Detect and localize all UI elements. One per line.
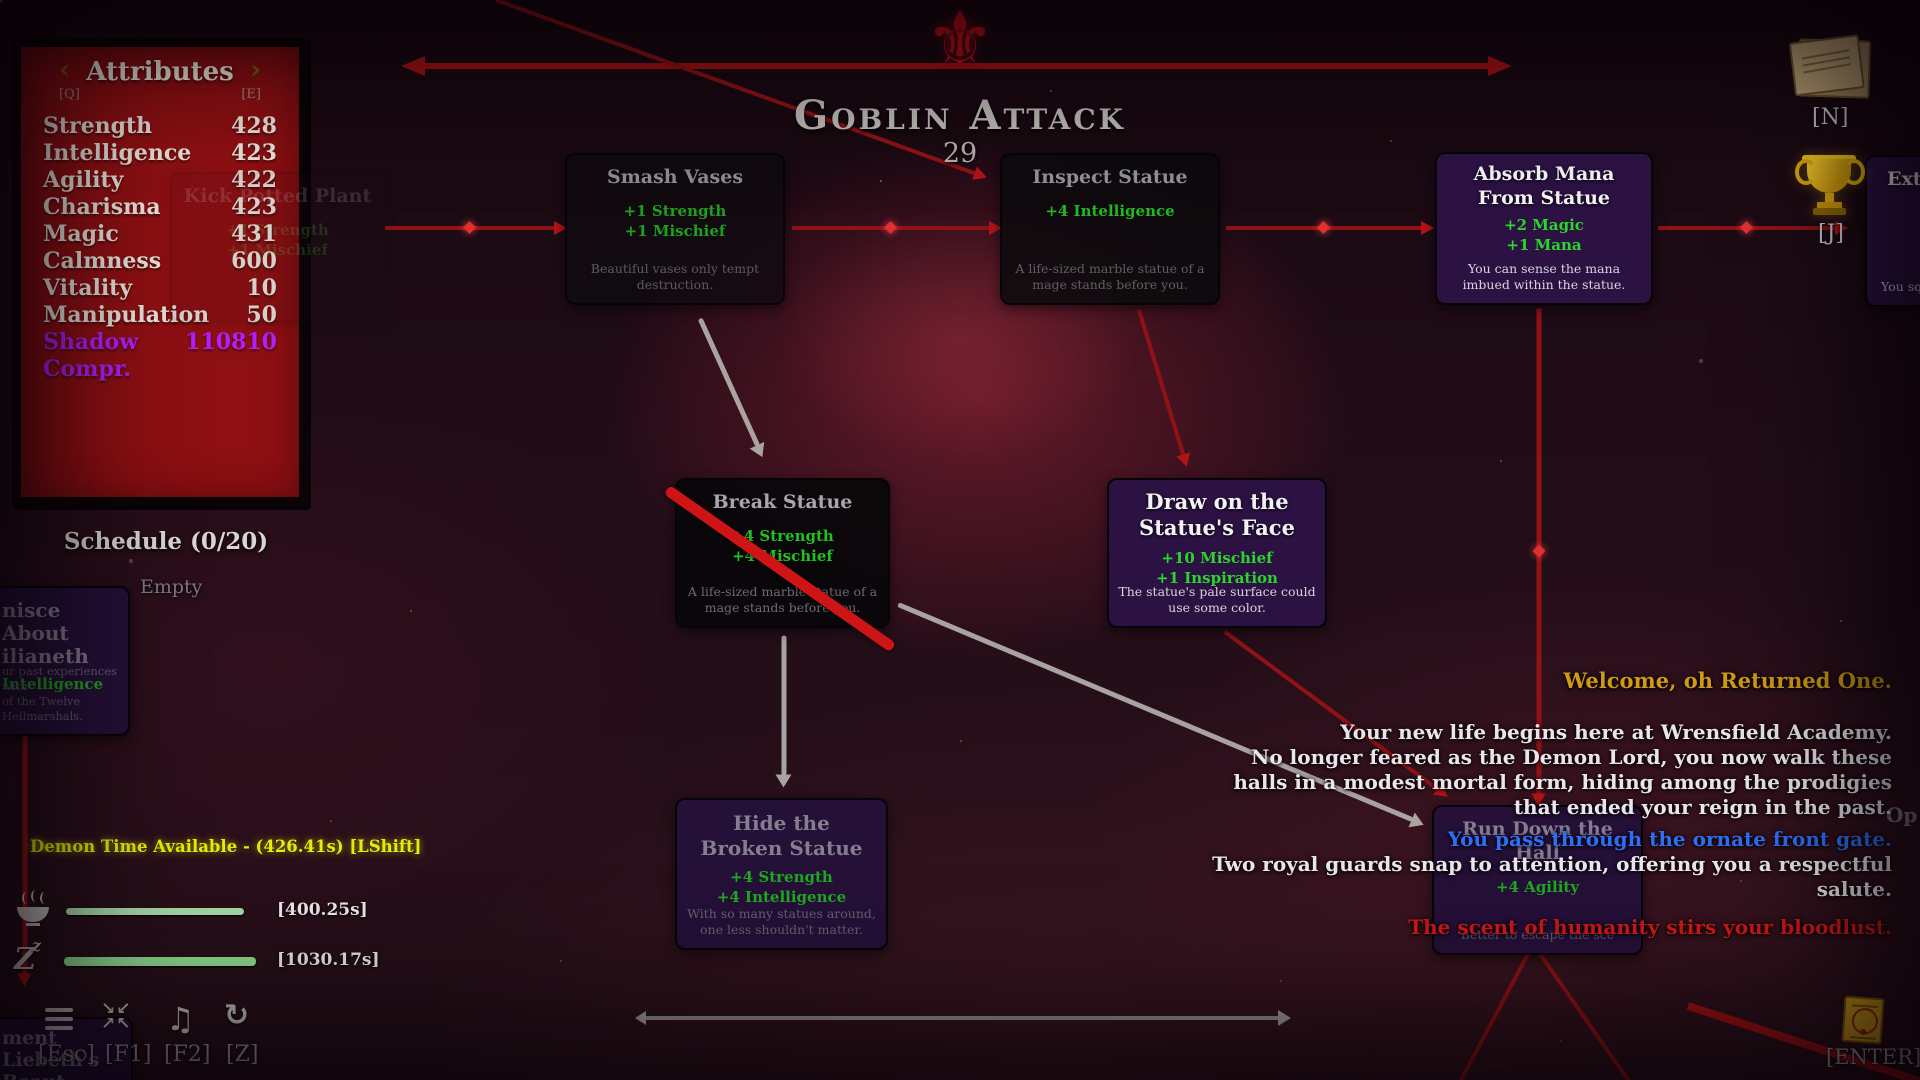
scroll-line-bottom[interactable] [635,1010,1291,1026]
hotkey-z: [Z] [226,1042,259,1067]
schedule-empty-label: Empty [140,576,203,598]
attributes-title: Attributes [86,57,234,87]
starfield [0,0,2,2]
story-welcome-line: Welcome, oh Returned One. [1563,668,1893,693]
food-progress-bar [66,908,244,915]
action-card-run-down-hall[interactable]: Run Down the Hall +4 Agility Better to e… [1432,805,1643,955]
banner-arrow-right-icon [1488,56,1512,76]
card-title: Break Statue [712,491,853,513]
card-desc: The statue's pale surface could use some… [1118,583,1316,615]
card-title: Smash Vases [606,166,744,188]
action-card-ext-partial[interactable]: Ext You squee [1865,155,1920,307]
arrow-gray-smash-break [697,317,771,461]
card-effects: Intelligence [2,675,104,693]
attributes-prev-hotkey: [Q] [59,87,80,102]
demon-time-label[interactable]: Demon Time Available - (426.41s) [LShift… [30,837,422,856]
card-title: Inspect Statue [1032,166,1188,188]
card-title: Hide the Broken Statue [700,811,863,860]
card-effects: +10 Mischief+1 Inspiration [1156,548,1278,587]
card-effects: +2 Magic+1 Mana [1504,215,1584,254]
event-day-counter: 29 [942,138,978,169]
banner-arrow-left-icon [401,56,425,76]
story-bloodlust-line: The scent of humanity stirs your bloodlu… [1408,915,1892,939]
sleep-time-label: [1030.17s] [277,950,380,970]
collapse-icon[interactable]: ↘↙↗↖ [101,999,132,1034]
card-desc: With so many statues around, one less sh… [687,905,876,937]
hotkey-f2: [F2] [164,1042,211,1067]
letter-icon[interactable] [1788,32,1872,103]
card-effects: +1 Strength+1 Mischief [623,201,727,240]
arrow-gray-break-hide [776,635,792,788]
card-title: Ext [1887,168,1920,190]
action-card-hide-broken-statue[interactable]: Hide the Broken Statue +4 Strength+4 Int… [675,798,888,950]
arrow-red-absorb-ext [1658,221,1848,235]
fleur-de-lis-icon: ⚜ [925,0,995,86]
card-desc: Beautiful vases only tempt destruction. [590,260,760,292]
card-desc: Better to escape the sce [1460,926,1615,942]
hotkey-n: [N] [1812,105,1849,130]
sleep-icon: Zz [14,936,41,977]
card-effects: +4 Intelligence [1045,201,1175,220]
action-card-smash-vases[interactable]: Smash Vases +1 Strength+1 Mischief Beaut… [565,153,785,305]
card-title: Absorb Mana From Statue [1473,163,1615,209]
card-effects: +4 Strength+4 Mischief [731,526,834,565]
line-red-run-fan-left [1451,953,1530,1080]
food-time-label: [400.25s] [277,900,368,920]
card-title: Run Down the Hall [1462,818,1613,864]
story-paragraph: Your new life begins here at Wrensfield … [1233,720,1892,819]
options-label-partial[interactable]: Op [1886,803,1918,827]
hotkey-esc: [Esc] [38,1042,95,1067]
event-title: Goblin Attack [793,92,1127,139]
hotkey-f1: [F1] [105,1042,152,1067]
attributes-next-hotkey: [E] [241,87,261,102]
story-gate-line: You pass through the ornate front gate. [1447,827,1892,851]
card-effects: +4 Strength+4 Intelligence [716,868,847,907]
arrow-red-inspect-draw [1137,309,1194,469]
arrow-red-left-vertical [18,702,32,987]
sleep-progress-bar [64,957,256,966]
refresh-icon[interactable]: ↻ [224,998,250,1033]
card-title: ment Liebeth'sBeaut [2,1027,100,1080]
attributes-prev-button[interactable]: ‹ [59,55,70,85]
action-card-draw-on-statue[interactable]: Draw on the Statue's Face +10 Mischief+1… [1107,478,1327,628]
hotkey-j: [J] [1818,221,1844,246]
schedule-counter: Schedule (0/20) [63,528,269,555]
action-card-inspect-statue[interactable]: Inspect Statue +4 Intelligence A life-si… [1000,153,1220,305]
action-card-kick-potted-plant[interactable]: Kick Potted Plant +1 Strength+1 Mischief [170,172,385,322]
card-desc: You can sense the mana imbued within the… [1462,260,1626,292]
arrow-red-inspect-absorb [1226,221,1434,235]
card-desc: You squee [1881,278,1920,294]
trophy-icon[interactable] [1795,155,1865,225]
attributes-next-button[interactable]: › [250,55,261,85]
attribute-row-shadow-compr: Shadow Compr.110810 [43,329,277,382]
story-guards-line: Two royal guards snap to attention, offe… [1212,852,1892,901]
arrow-red-kick-smash [385,221,567,235]
line-red-run-fan-right [1538,952,1660,1080]
scroll-icon[interactable] [1841,995,1885,1045]
card-effects: +4 Agility [1495,877,1580,896]
arrow-red-smash-inspect [792,221,1002,235]
action-card-liebeth-partial[interactable]: ment Liebeth'sBeaut +4 Charisma [0,1017,133,1080]
event-banner-line [401,56,1512,76]
menu-icon[interactable] [45,1008,73,1035]
card-title: Draw on the Statue's Face [1139,489,1295,541]
action-card-absorb-mana[interactable]: Absorb Mana From Statue +2 Magic+1 Mana … [1435,152,1653,305]
food-bowl-icon [16,890,52,930]
music-icon[interactable]: ♫ [166,1000,195,1038]
card-desc: A life-sized marble statue of a mage sta… [1015,260,1205,292]
action-card-break-statue[interactable]: Break Statue +4 Strength+4 Mischief A li… [663,478,897,653]
hotkey-enter: [ENTER] [1826,1045,1920,1069]
